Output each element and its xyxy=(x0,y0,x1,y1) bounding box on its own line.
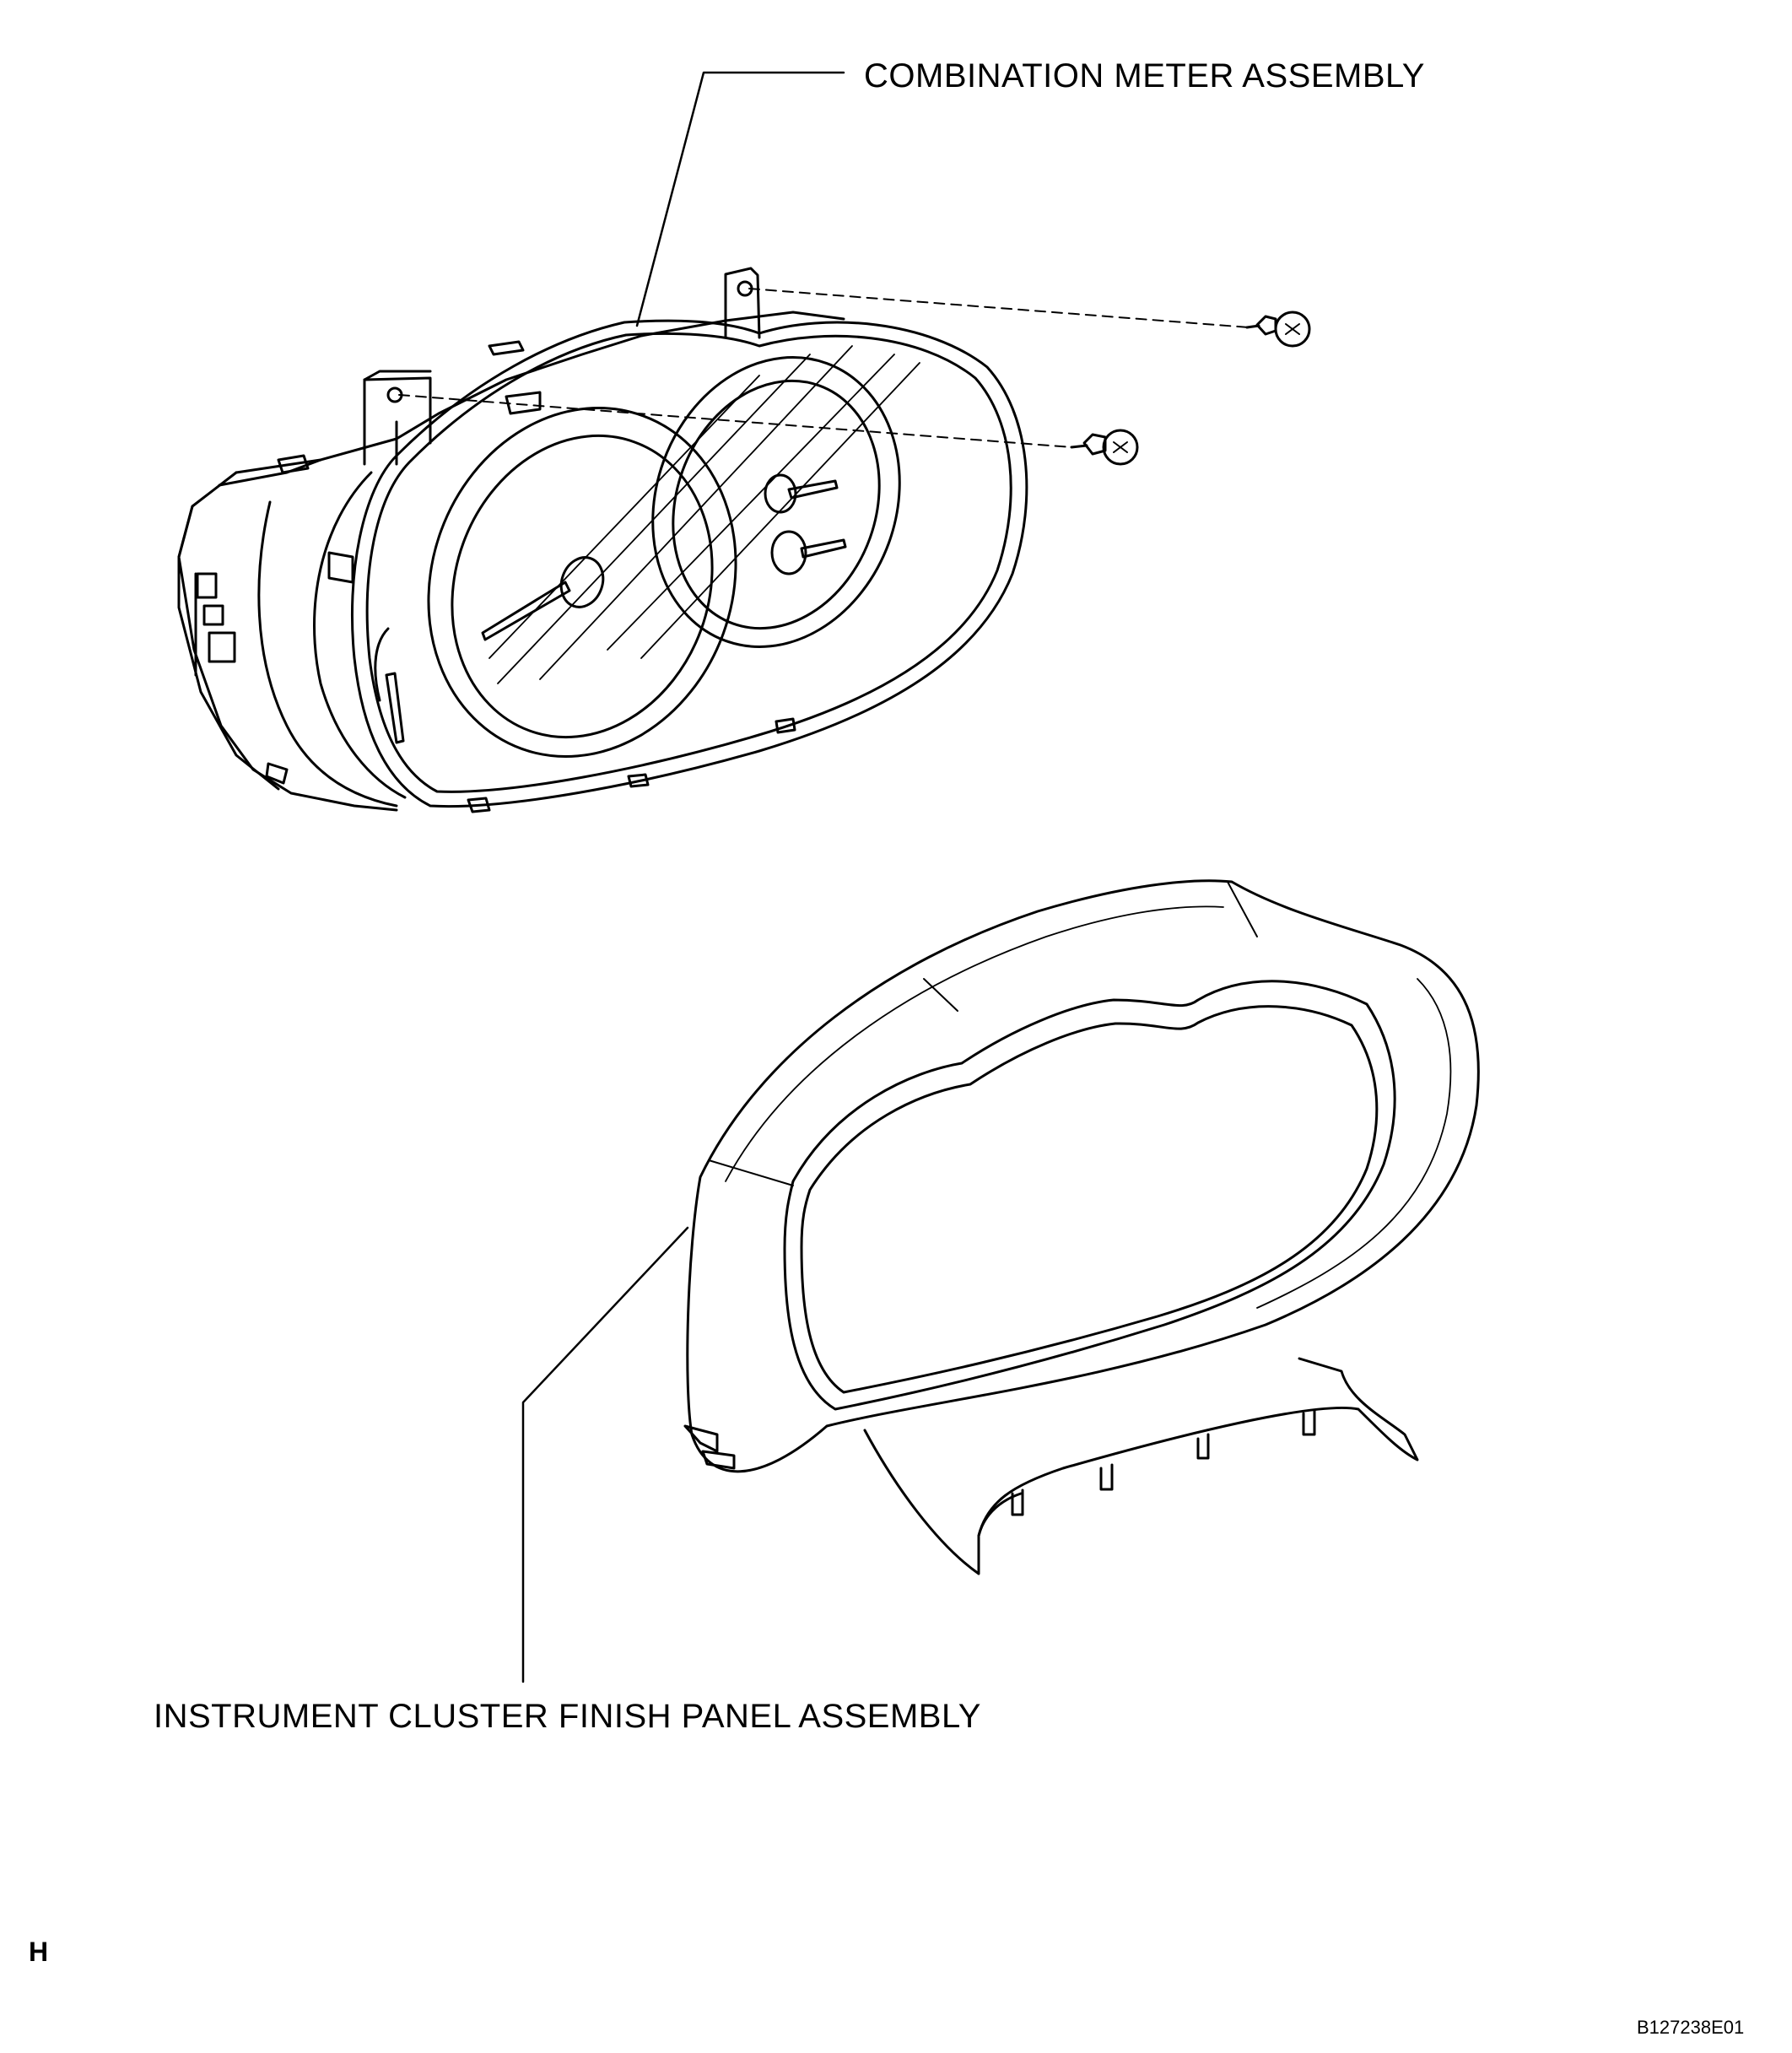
label-combination-meter-assembly: COMBINATION METER ASSEMBLY xyxy=(864,57,1425,95)
leader-line-finish-panel xyxy=(523,1228,688,1682)
meter-gauge-small-left xyxy=(375,629,403,743)
corner-letter: H xyxy=(29,1937,49,1967)
label-finish-panel-assembly: INSTRUMENT CLUSTER FINISH PANEL ASSEMBLY xyxy=(154,1698,981,1735)
screw-lower xyxy=(399,395,1137,464)
connector-terminal xyxy=(204,606,223,624)
screw-upper xyxy=(749,289,1309,346)
figure-code: B127238E01 xyxy=(1637,2017,1745,2038)
leader-line-combination-meter xyxy=(637,73,844,326)
gauge-needle xyxy=(483,582,569,640)
gauge-needle xyxy=(789,481,837,498)
gauge-needle xyxy=(802,540,845,557)
meter-gauge-left xyxy=(381,365,784,800)
needle-hub xyxy=(554,552,610,613)
finish-panel-assembly xyxy=(685,881,1478,1574)
combination-meter-assembly xyxy=(179,268,1027,812)
connector-terminal xyxy=(197,574,216,597)
meter-gauge-right xyxy=(613,322,940,682)
meter-front-frame xyxy=(352,321,1026,806)
lens-glare-lines xyxy=(489,346,920,683)
connector-terminal xyxy=(209,633,235,662)
needle-hub xyxy=(772,532,806,574)
meter-rear-housing xyxy=(179,312,844,810)
